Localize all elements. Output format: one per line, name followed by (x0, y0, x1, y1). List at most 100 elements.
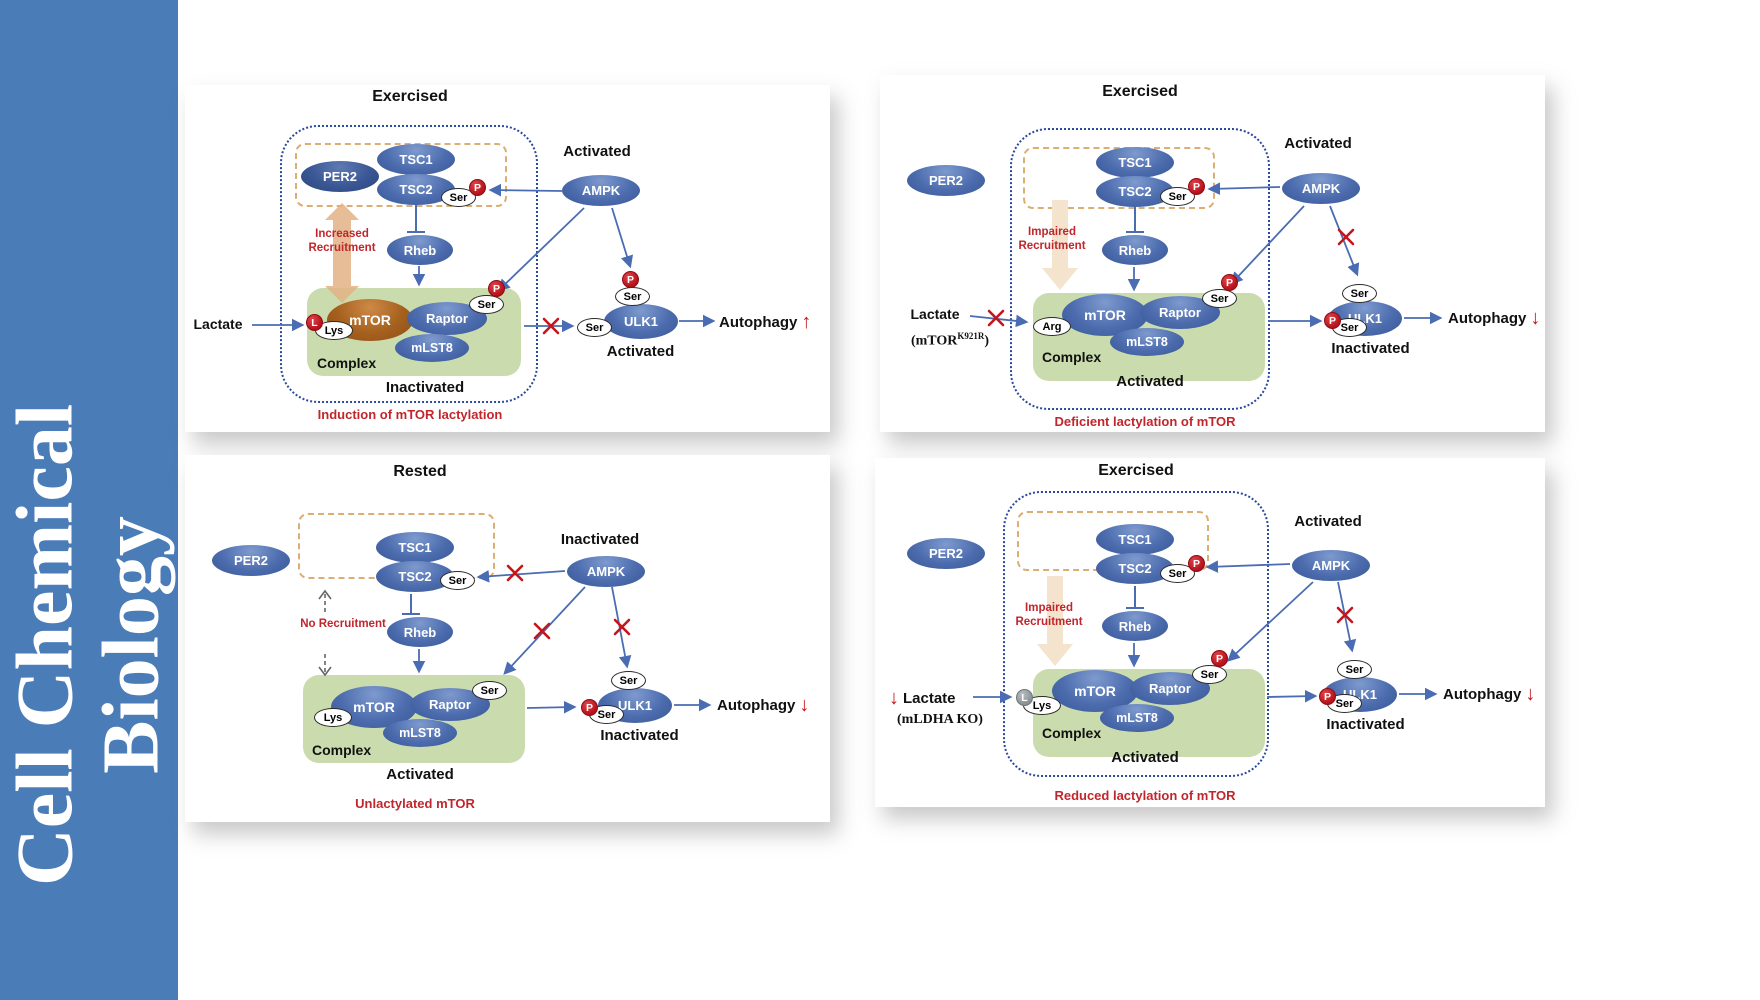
ser-site: Ser (577, 318, 612, 337)
tsc1-node: TSC1 (376, 532, 454, 563)
autophagy-outcome: Autophagy ↑ (719, 312, 811, 332)
ampk-node: AMPK (562, 175, 640, 206)
phospho-p-badge: P (1188, 178, 1205, 195)
ampk-status: Activated (563, 143, 631, 160)
panel-caption: Deficient lactylation of mTOR (1054, 414, 1236, 429)
complex-status: Activated (1111, 749, 1179, 766)
per2-node: PER2 (907, 538, 985, 569)
lactate-label: Lactate (903, 689, 956, 707)
condition-title: Rested (393, 463, 447, 480)
ampk-status: Activated (1294, 513, 1362, 530)
recruitment-label: Impaired Recruitment (1015, 602, 1083, 629)
recruitment-zone (295, 143, 507, 207)
mlst8-node: mLST8 (395, 334, 469, 362)
ulk1-status: Inactivated (600, 727, 679, 744)
blocked-x-icon (506, 564, 524, 582)
condition-title: Exercised (1102, 83, 1178, 100)
ampk-status: Inactivated (560, 531, 640, 548)
phospho-p-badge: P (1211, 650, 1228, 667)
blocked-x-icon (613, 618, 631, 636)
per2-node: PER2 (907, 165, 985, 196)
blocked-x-icon (542, 317, 560, 335)
rheb-node: Rheb (387, 617, 453, 647)
dashed-up-arrowhead (318, 589, 332, 600)
ampk-node: AMPK (1282, 173, 1360, 204)
blocked-x-icon (1337, 228, 1355, 246)
tsc1-node: TSC1 (1096, 524, 1174, 555)
complex-label: Complex (312, 742, 372, 758)
mutant-note-sup: K921R (957, 331, 985, 341)
recruitment-label: Impaired Recruitment (1018, 226, 1086, 253)
autophagy-label: Autophagy (1448, 309, 1527, 327)
ampk-node: AMPK (1292, 550, 1370, 581)
lactate-label: Lactate (910, 306, 960, 322)
autophagy-down-arrow-icon: ↓ (1525, 683, 1536, 705)
panel-deficient-lactylation: Exercised PER2 TSC1 TSC2 Ser P Activated… (880, 75, 1545, 432)
ser-site: Ser (1202, 289, 1237, 308)
lactate-down-arrow-icon: ↓ (889, 687, 899, 709)
lactate-reduced: ↓ Lactate (889, 688, 956, 708)
recruitment-label: Increased Recruitment (308, 228, 376, 255)
panel-reduced-lactylation: Exercised PER2 TSC1 TSC2 Ser P Activated… (875, 458, 1545, 807)
ser-site: Ser (1160, 564, 1195, 583)
phospho-p-badge: P (1319, 688, 1336, 705)
ulk1-status: Inactivated (1326, 716, 1405, 733)
mutant-note-base: (mTOR (910, 333, 958, 349)
ser-site: Ser (472, 681, 507, 700)
mlst8-node: mLST8 (1100, 704, 1174, 732)
autophagy-label: Autophagy (1443, 685, 1522, 703)
mlst8-node: mLST8 (1110, 328, 1184, 356)
tsc1-node: TSC1 (377, 144, 455, 175)
journal-sidebar: Cell Chemical Biology (0, 0, 178, 1000)
panel-rested-unlactylated: Rested PER2 TSC1 TSC2 Ser Inactivated AM… (185, 455, 830, 822)
phospho-p-badge: P (1188, 555, 1205, 572)
phospho-p-badge: P (622, 271, 639, 288)
autophagy-outcome: Autophagy ↓ (1443, 684, 1535, 704)
blocked-x-icon (987, 309, 1005, 327)
autophagy-label: Autophagy (717, 696, 796, 714)
ser-site: Ser (1160, 187, 1195, 206)
complex-label: Complex (317, 355, 377, 371)
phospho-p-badge: P (469, 179, 486, 196)
ser-site: Ser (469, 295, 504, 314)
ser-site: Ser (1332, 318, 1367, 337)
blocked-x-icon (533, 622, 551, 640)
ser-site: Ser (615, 287, 650, 306)
blocked-x-icon (1336, 606, 1354, 624)
phospho-p-badge: P (1324, 312, 1341, 329)
panel-caption: Reduced lactylation of mTOR (1054, 788, 1236, 803)
ldha-ko-note: (mLDHA KO) (897, 712, 983, 727)
lactyl-l-badge-faded: L (1016, 689, 1033, 706)
autophagy-outcome: Autophagy ↓ (1448, 308, 1540, 328)
journal-title-line1: Cell Chemical (1, 403, 90, 887)
complex-status: Activated (386, 766, 454, 783)
recruitment-label: No Recruitment (300, 618, 386, 630)
phospho-p-badge: P (488, 280, 505, 297)
condition-title: Exercised (1098, 462, 1174, 479)
ser-site: Ser (1192, 665, 1227, 684)
panel-caption: Unlactylated mTOR (355, 796, 475, 811)
mlst8-node: mLST8 (383, 719, 457, 747)
autophagy-up-arrow-icon: ↑ (801, 311, 812, 333)
tsc1-node: TSC1 (1096, 147, 1174, 178)
complex-status: Inactivated (385, 379, 465, 396)
condition-title: Exercised (372, 88, 448, 105)
mutant-note-close: ) (984, 333, 990, 349)
ampk-status: Activated (1284, 135, 1352, 152)
ser-site: Ser (440, 571, 475, 590)
autophagy-down-arrow-icon: ↓ (1530, 307, 1541, 329)
panel-caption: Induction of mTOR lactylation (317, 407, 503, 422)
per2-node: PER2 (212, 545, 290, 576)
ser-site: Ser (441, 188, 476, 207)
mtor-mutant-note: (mTORK921R) (880, 331, 1020, 350)
ampk-node: AMPK (567, 556, 645, 587)
lys-site: Lys (314, 708, 352, 727)
ulk1-node: ULK1 (604, 304, 678, 339)
ser-site: Ser (611, 671, 646, 690)
phospho-p-badge: P (581, 699, 598, 716)
journal-title: Cell Chemical Biology (1, 403, 176, 887)
journal-title-line2: Biology (88, 516, 176, 774)
autophagy-label: Autophagy (719, 313, 798, 331)
per2-node: PER2 (301, 161, 379, 192)
